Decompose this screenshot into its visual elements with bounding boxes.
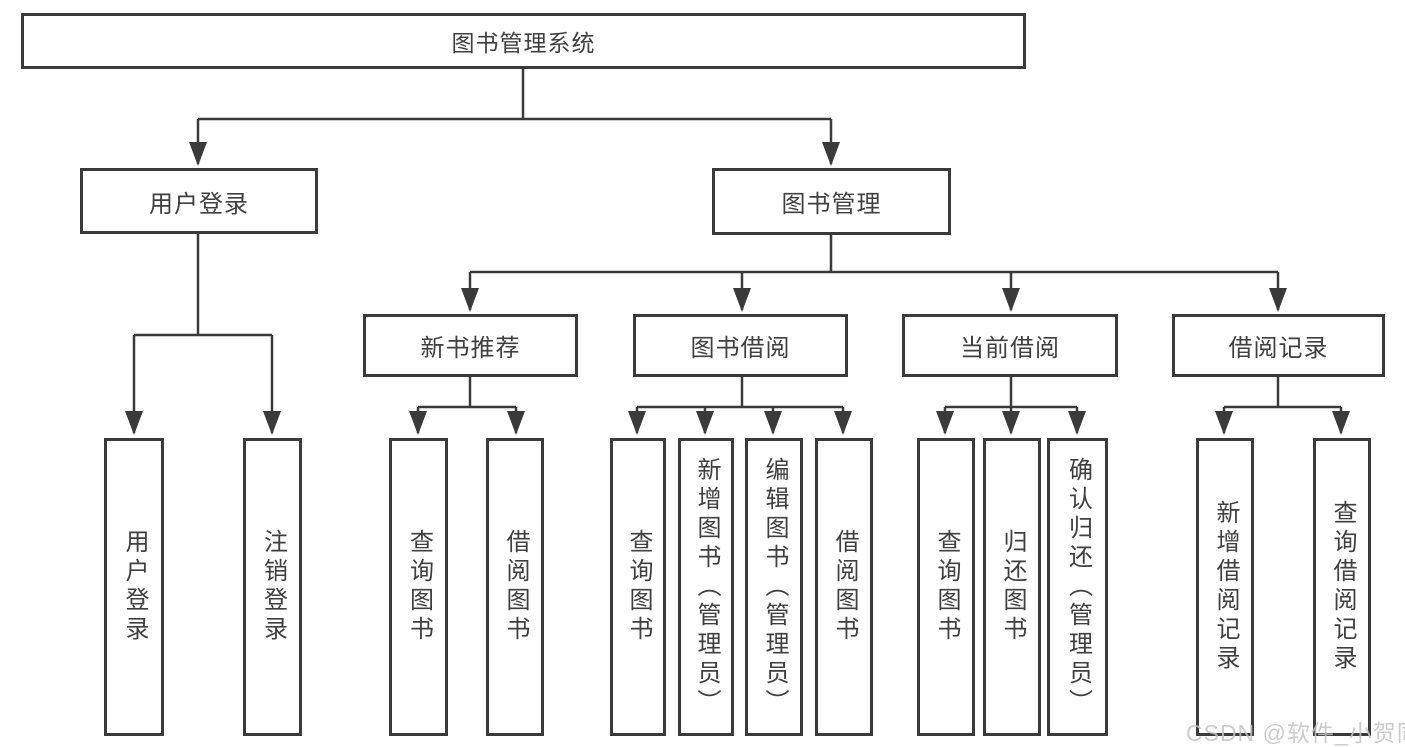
node-user-login: 用户登录 xyxy=(80,168,318,234)
leaf-confirm-return-admin: 确认归还（管理员） xyxy=(1047,438,1108,736)
leaf-query-books-borrow: 查询图书 xyxy=(610,438,666,736)
node-new-book-recommend-label: 新书推荐 xyxy=(420,335,521,362)
node-book-management-label: 图书管理 xyxy=(781,191,882,218)
node-current-borrow: 当前借阅 xyxy=(902,314,1118,377)
node-borrow-records: 借阅记录 xyxy=(1172,314,1385,377)
leaf-borrow-books-label: 借阅图书 xyxy=(831,529,858,645)
leaf-edit-books-admin-label: 编辑图书（管理员） xyxy=(761,456,788,718)
leaf-borrow-books-recommend-label: 借阅图书 xyxy=(502,529,529,645)
leaf-query-books-recommend: 查询图书 xyxy=(389,438,448,736)
leaf-add-books-admin: 新增图书（管理员） xyxy=(678,438,734,736)
leaf-return-books-label: 归还图书 xyxy=(999,529,1026,645)
leaf-borrow-books: 借阅图书 xyxy=(815,438,873,736)
leaf-query-books-recommend-label: 查询图书 xyxy=(405,529,433,645)
leaf-query-books-current-label: 查询图书 xyxy=(933,529,960,645)
node-book-borrow: 图书借阅 xyxy=(633,314,848,377)
leaf-add-books-admin-label: 新增图书（管理员） xyxy=(693,456,720,718)
node-root-label: 图书管理系统 xyxy=(451,30,596,56)
node-book-borrow-label: 图书借阅 xyxy=(690,335,791,362)
leaf-borrow-books-recommend: 借阅图书 xyxy=(486,438,544,736)
leaf-query-borrow-record-label: 查询借阅记录 xyxy=(1329,500,1356,674)
leaf-query-books-current: 查询图书 xyxy=(917,438,975,736)
leaf-query-books-borrow-label: 查询图书 xyxy=(625,529,652,645)
node-borrow-records-label: 借阅记录 xyxy=(1228,335,1329,362)
csdn-watermark: CSDN @软件_小贺同学 xyxy=(1186,720,1405,746)
leaf-user-login-label: 用户登录 xyxy=(121,529,148,645)
leaf-return-books: 归还图书 xyxy=(983,438,1041,736)
leaf-logout-login-label: 注销登录 xyxy=(259,529,287,645)
node-new-book-recommend: 新书推荐 xyxy=(363,314,578,377)
leaf-add-borrow-record: 新增借阅记录 xyxy=(1196,438,1254,736)
leaf-query-borrow-record: 查询借阅记录 xyxy=(1313,438,1371,736)
leaf-edit-books-admin: 编辑图书（管理员） xyxy=(745,438,803,736)
leaf-logout-login: 注销登录 xyxy=(243,438,302,736)
node-book-management: 图书管理 xyxy=(712,168,951,235)
leaf-user-login: 用户登录 xyxy=(104,438,164,736)
node-user-login-label: 用户登录 xyxy=(149,190,249,218)
leaf-confirm-return-admin-label: 确认归还（管理员） xyxy=(1064,456,1092,718)
leaf-add-borrow-record-label: 新增借阅记录 xyxy=(1212,500,1239,674)
node-root: 图书管理系统 xyxy=(21,13,1026,69)
node-current-borrow-label: 当前借阅 xyxy=(960,335,1060,362)
